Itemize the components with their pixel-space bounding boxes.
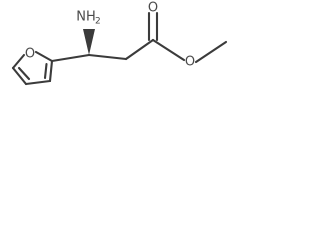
amine-subscript: 2 bbox=[95, 17, 101, 27]
carbonyl-oxygen-label: O bbox=[148, 1, 158, 16]
bond-c2-c3 bbox=[48, 59, 54, 83]
bond-c3-c4 bbox=[24, 79, 52, 86]
bond-c2-chiral-carbon bbox=[50, 53, 91, 63]
bond-c4-c5 bbox=[11, 66, 28, 86]
bond-ch2-carbonyl-carbon bbox=[124, 38, 155, 61]
bond-o-c2 bbox=[34, 50, 54, 63]
stereo-wedge-bond bbox=[83, 29, 95, 55]
amine-label: NH bbox=[76, 10, 96, 25]
double-bond-c2-c3-inner bbox=[43, 62, 48, 80]
furan-ring bbox=[11, 50, 54, 86]
double-bond-c4-c5-inner bbox=[17, 66, 31, 81]
bond-chiral-ch2 bbox=[87, 53, 128, 61]
bond-ester-oxygen-methyl bbox=[194, 40, 228, 64]
bond-carbonyl-carbon-ester-oxygen bbox=[151, 38, 186, 62]
structure-canvas: O O O NH 2 bbox=[0, 0, 244, 122]
molecule-diagram: O O O NH 2 bbox=[11, 1, 228, 86]
ester-oxygen-label: O bbox=[185, 55, 195, 70]
bond-c5-o bbox=[11, 53, 26, 70]
furan-oxygen-label: O bbox=[25, 47, 35, 62]
